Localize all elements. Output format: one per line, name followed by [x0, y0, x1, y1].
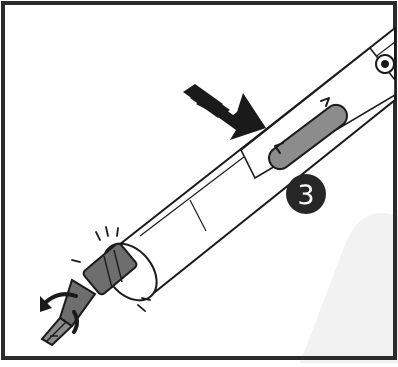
chuck	[82, 242, 138, 296]
watermark	[300, 213, 398, 363]
illustration-frame	[1, 1, 397, 360]
power-button	[375, 54, 395, 74]
chevron-left-icon	[274, 142, 284, 154]
curved-arrow-counterclockwise-icon	[40, 292, 79, 334]
step-number: 3	[297, 180, 314, 211]
chevron-right-icon	[320, 97, 330, 107]
motion-lines	[71, 226, 151, 312]
step-badge: 3	[286, 174, 326, 214]
direction-rocker-button	[268, 97, 348, 171]
screwdriver-bit	[40, 278, 97, 347]
arrow-down-right-icon	[183, 84, 266, 140]
